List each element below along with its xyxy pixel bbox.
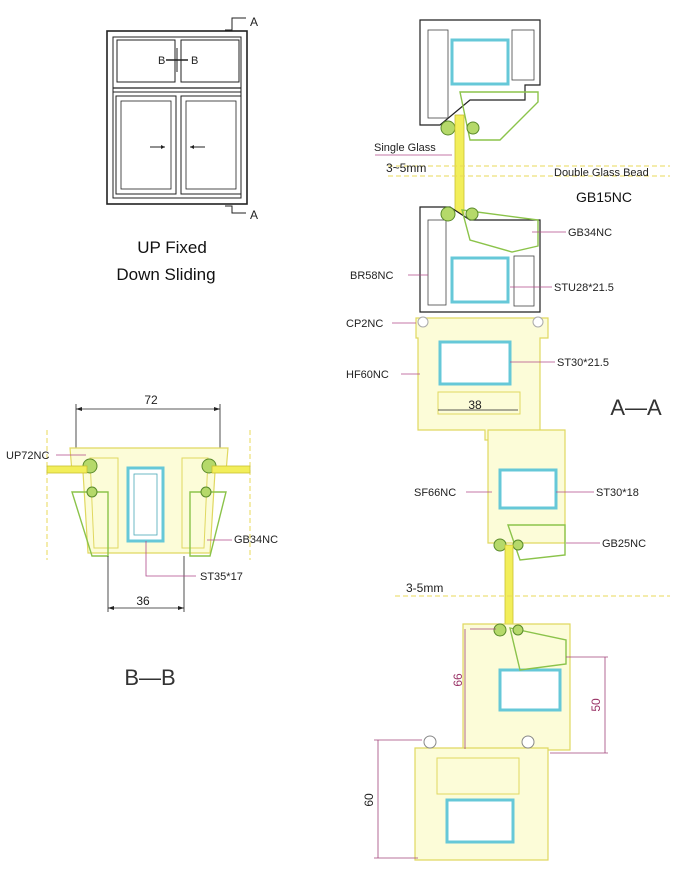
aa-double-glass-bead: Double Glass Bead (554, 167, 649, 179)
aa-label-gb25nc: GB25NC (602, 538, 646, 550)
aa-section-title: A—A (610, 395, 662, 420)
elevation-b-left: B (158, 55, 165, 67)
aa-label-cp2nc: CP2NC (346, 318, 383, 330)
aa-gap-mid: 3-5mm (406, 581, 443, 595)
section-bb: 72 36 UP72NC GB34NC ST35*17 (6, 393, 278, 612)
aa-label-hf60nc: HF60NC (346, 369, 389, 381)
bb-label-up72nc: UP72NC (6, 450, 49, 462)
caption-line2: Down Sliding (116, 265, 215, 284)
section-mark-top: A (250, 15, 258, 29)
aa-label-gb34nc: GB34NC (568, 227, 612, 239)
aa-dim-38: 38 (468, 398, 482, 412)
aa-gap-top: 3~5mm (386, 161, 426, 175)
bb-dim-36: 36 (136, 594, 150, 608)
elevation-b-right: B (191, 55, 198, 67)
aa-label-st30-18: ST30*18 (596, 487, 639, 499)
bb-section-title: B—B (124, 665, 175, 690)
bb-label-gb34nc: GB34NC (234, 534, 278, 546)
bb-dim-72: 72 (144, 393, 158, 407)
aa-dim-60: 60 (362, 793, 376, 807)
section-aa: 38 66 50 60 (346, 19, 670, 861)
bb-label-st35: ST35*17 (200, 571, 243, 583)
aa-single-glass: Single Glass (374, 142, 436, 154)
aa-label-sf66nc: SF66NC (414, 487, 456, 499)
aa-label-br58nc: BR58NC (350, 270, 393, 282)
aa-dim-66: 66 (451, 673, 465, 687)
aa-dim-50: 50 (589, 698, 603, 712)
aa-label-st30-215: ST30*21.5 (557, 357, 609, 369)
aa-label-stu28: STU28*21.5 (554, 282, 614, 294)
caption-line1: UP Fixed (137, 238, 207, 257)
aa-bead-code: GB15NC (576, 189, 632, 205)
section-mark-bottom: A (250, 208, 258, 222)
window-elevation: B B A A (106, 15, 258, 222)
